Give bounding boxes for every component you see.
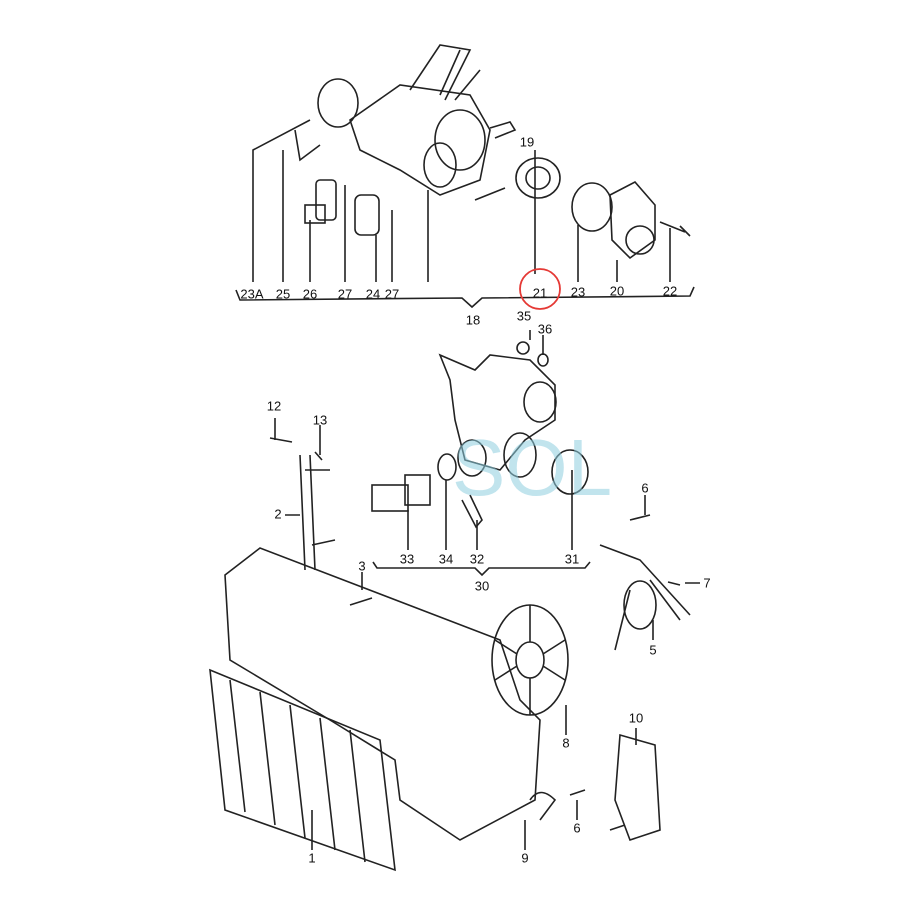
- callout-36: 36: [537, 321, 553, 337]
- callout-18: 18: [465, 312, 481, 328]
- air-duct-10: [614, 733, 661, 842]
- callout-31: 31: [564, 551, 580, 567]
- leader-lines: [252, 119, 700, 850]
- callout-27b: 27: [384, 286, 400, 302]
- callout-10: 10: [628, 710, 644, 726]
- callout-21: 21: [532, 285, 548, 301]
- radiator: [209, 668, 396, 872]
- thermostat: [515, 157, 561, 199]
- callout-30: 30: [474, 578, 490, 594]
- callout-23: 23: [570, 284, 586, 300]
- callout-1: 1: [308, 850, 316, 866]
- callout-25: 25: [275, 286, 291, 302]
- callout-8: 8: [562, 735, 570, 751]
- callout-6-top: 6: [641, 480, 649, 496]
- front-panel: [224, 547, 541, 841]
- callout-34: 34: [438, 551, 454, 567]
- callout-19: 19: [519, 134, 535, 150]
- callout-9: 9: [521, 850, 529, 866]
- thermostat-cover-20: [609, 180, 656, 260]
- o-ring-23: [571, 182, 613, 232]
- callout-5: 5: [649, 642, 657, 658]
- o-ring-31: [551, 449, 589, 495]
- bracket-2: [299, 454, 336, 571]
- callout-24: 24: [365, 286, 381, 302]
- watermark: SOL: [452, 423, 613, 512]
- callout-3: 3: [358, 558, 366, 574]
- callout-27: 27: [337, 286, 353, 302]
- highlight-circle-21: [519, 268, 561, 310]
- fan-bracket-5: [599, 544, 691, 651]
- callout-35: 35: [516, 308, 532, 324]
- bracket-30: [372, 561, 591, 577]
- callout-7: 7: [703, 575, 711, 591]
- bolts: [269, 437, 681, 831]
- washer-36: [537, 353, 549, 367]
- o-ring-34: [437, 453, 457, 481]
- callout-32: 32: [469, 551, 485, 567]
- bracket-18: [235, 286, 695, 309]
- callout-33: 33: [399, 551, 415, 567]
- clip-25: [294, 129, 321, 162]
- callout-2: 2: [274, 506, 282, 522]
- fan-ring: [623, 580, 657, 630]
- sensor-24: [354, 194, 380, 236]
- fan-8: [491, 604, 569, 716]
- clip-9: [529, 791, 557, 821]
- sensor-33: [371, 474, 431, 512]
- coolant-flange-housing: [317, 44, 517, 196]
- callout-22: 22: [662, 283, 678, 299]
- callout-20: 20: [609, 283, 625, 299]
- sensor-26: [304, 179, 337, 224]
- bolt-22: [659, 221, 691, 237]
- nut-35: [516, 341, 530, 355]
- coolant-pipe-housing: [438, 353, 557, 478]
- callout-12: 12: [266, 398, 282, 414]
- clip-32: [461, 494, 483, 529]
- bolt-19: [474, 187, 506, 201]
- callout-13: 13: [312, 412, 328, 428]
- callout-23a: 23A: [240, 286, 264, 302]
- callout-26: 26: [302, 286, 318, 302]
- callout-6-bottom: 6: [573, 820, 581, 836]
